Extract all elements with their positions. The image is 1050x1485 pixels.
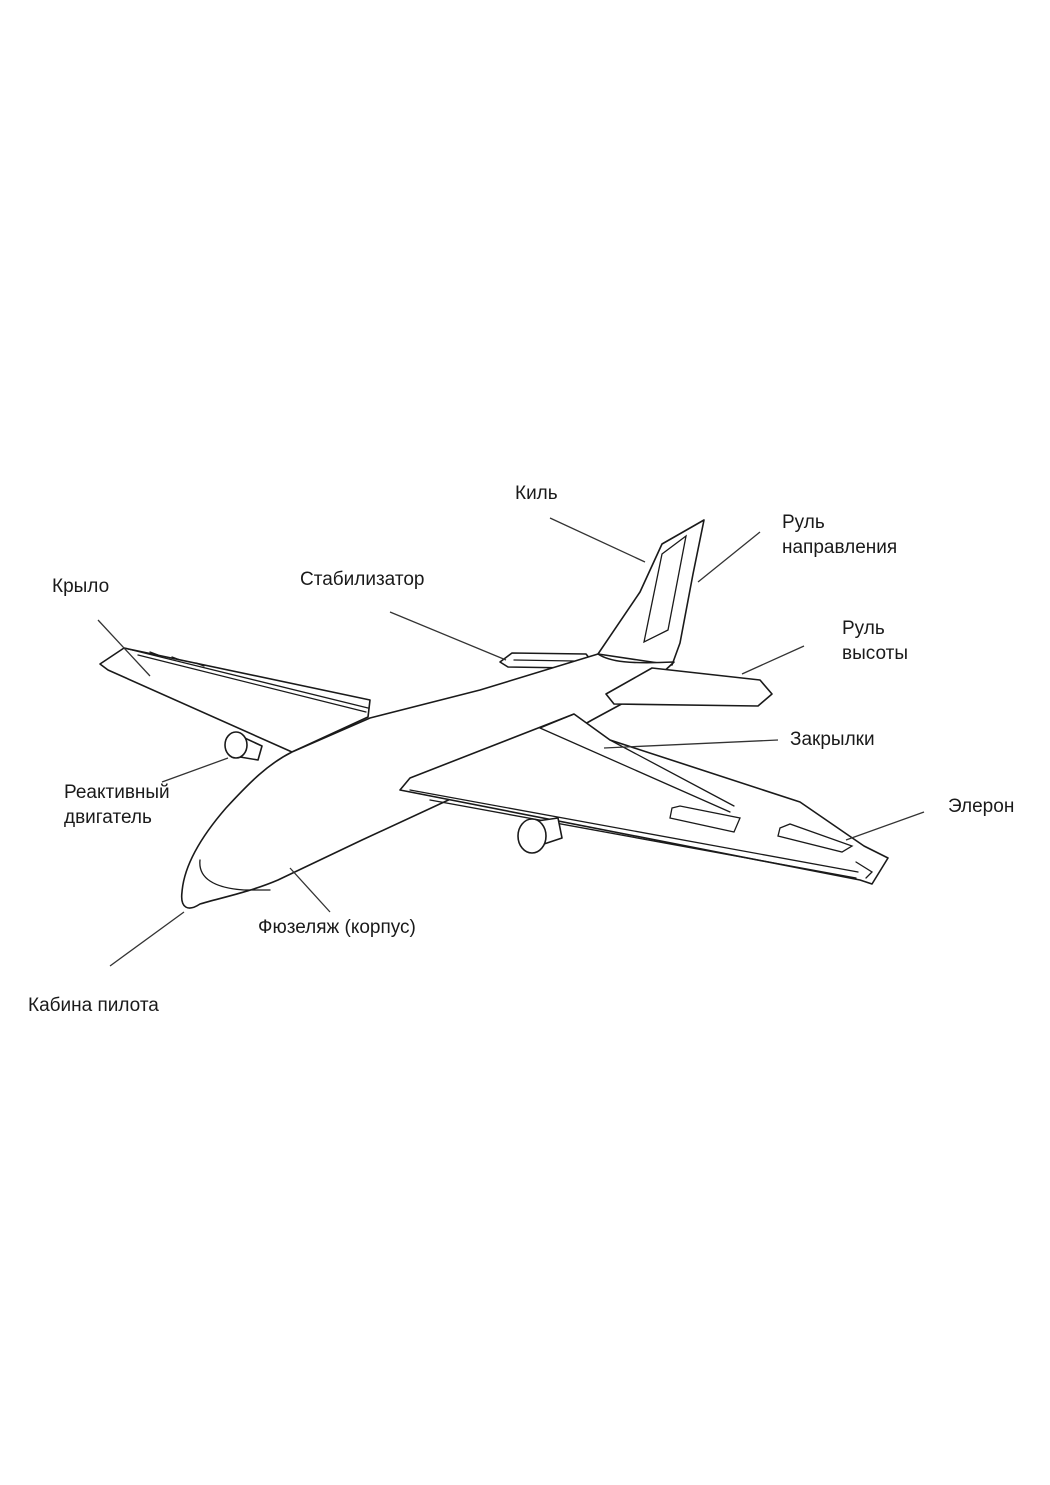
right-stabilizer <box>605 667 773 707</box>
label-elevator-line1: Руль <box>842 618 885 639</box>
leader-stabilizer <box>389 611 507 661</box>
right-engine <box>517 817 563 854</box>
label-aileron: Элерон <box>948 796 1014 817</box>
leader-fuselage <box>289 867 331 913</box>
label-rudder-line1: Руль <box>782 512 825 533</box>
leader-cockpit <box>109 911 185 967</box>
right-wing <box>399 713 889 885</box>
leader-keel <box>549 517 646 563</box>
labels: Киль Руль направления Стабилизатор Крыло… <box>28 483 1014 1016</box>
label-elevator-line2: высоты <box>842 643 908 664</box>
leader-lines <box>97 517 925 967</box>
left-engine <box>224 731 263 761</box>
leader-aileron <box>845 811 925 841</box>
label-engine-line2: двигатель <box>64 807 152 828</box>
leader-rudder <box>697 531 761 583</box>
label-flaps: Закрылки <box>790 729 875 750</box>
aileron-panel <box>777 823 854 853</box>
label-engine-line1: Реактивный <box>64 782 170 803</box>
label-keel: Киль <box>515 483 558 504</box>
label-rudder-line2: направления <box>782 537 897 558</box>
leader-wing <box>97 619 151 677</box>
leader-flaps <box>603 739 779 749</box>
leader-elevator <box>741 645 805 675</box>
vertical-tail <box>597 519 705 666</box>
wing-panels <box>669 805 854 853</box>
label-stabilizer: Стабилизатор <box>300 569 424 590</box>
label-fuselage: Фюзеляж (корпус) <box>258 917 416 938</box>
flap-panel <box>669 805 741 833</box>
leader-engine <box>161 757 229 783</box>
label-wing: Крыло <box>52 576 109 597</box>
label-cockpit: Кабина пилота <box>28 995 159 1016</box>
